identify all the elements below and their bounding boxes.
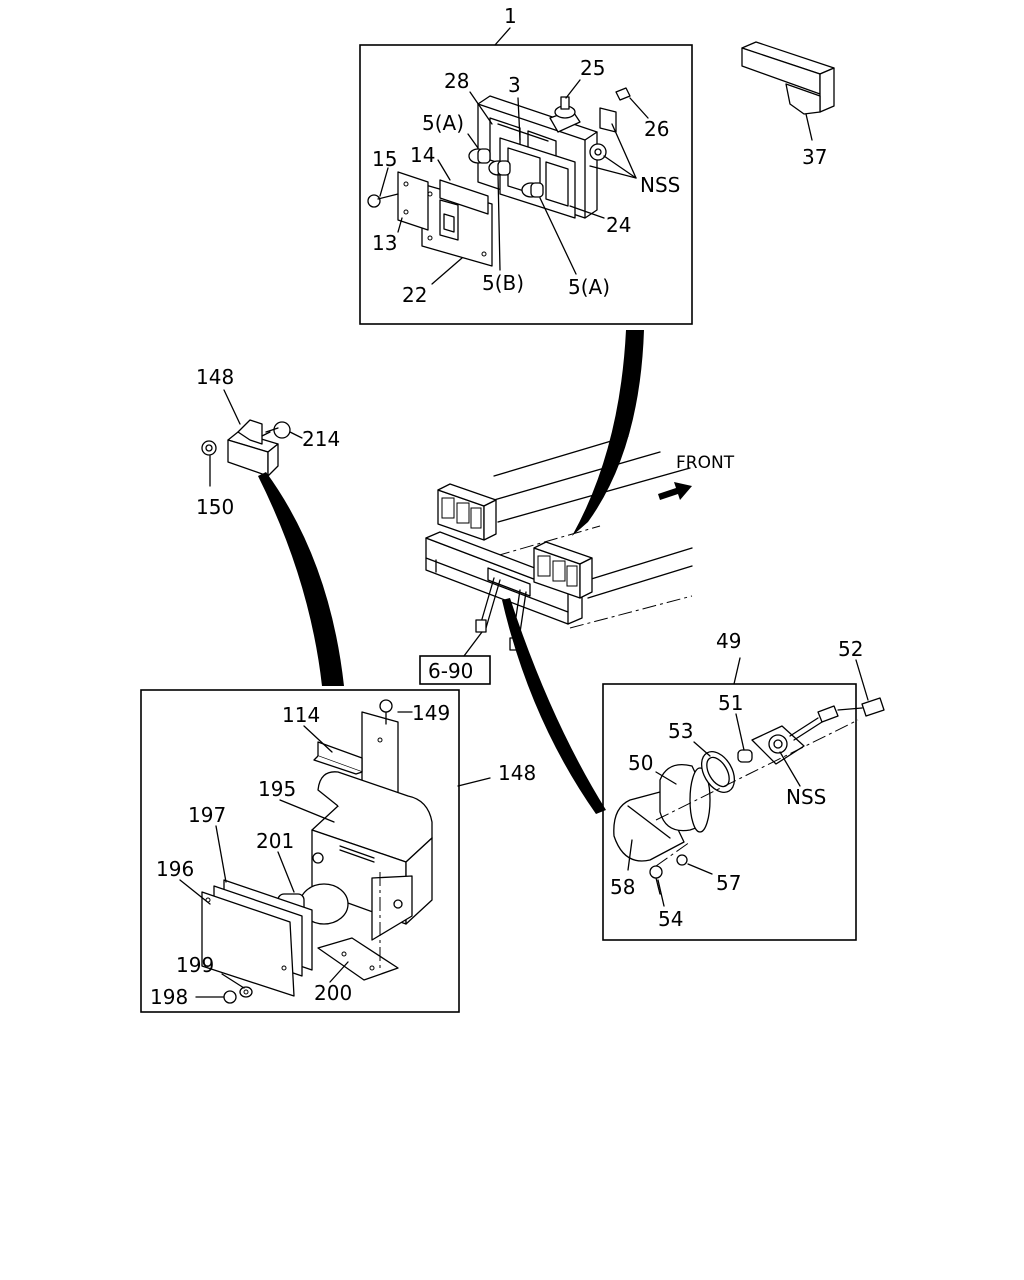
connector-52 [837,697,885,717]
label-148-inset: 148 [498,761,536,785]
label-nss-top: NSS [640,173,680,197]
bulb-5a-lower [521,182,544,198]
combination-lamp-inset: 1 28 3 25 26 5(A) 15 14 NSS 24 13 5(B) 5… [359,4,693,325]
lens-196 [201,879,313,997]
label-197: 197 [188,803,226,827]
screw-54 [649,865,663,895]
front-arrow-icon [658,482,692,500]
label-28: 28 [444,69,469,93]
label-26: 26 [644,117,669,141]
label-200: 200 [314,981,352,1005]
label-14: 14 [410,143,435,167]
rear-lamp-left [437,483,497,541]
rear-lamp-right [533,541,593,599]
label-199: 199 [176,953,214,977]
side-lamp-148-inset: 114 149 148 195 197 201 196 199 198 200 [140,689,536,1013]
side-lamp-148-small: 148 214 150 [196,365,340,519]
label-37: 37 [802,145,827,169]
label-114: 114 [282,703,320,727]
label-5a-upper: 5(A) [422,111,464,135]
washer-199 [239,986,253,998]
label-214: 214 [302,427,340,451]
label-52: 52 [838,637,863,661]
label-51: 51 [718,691,743,715]
label-25: 25 [580,56,605,80]
part-37: 37 [741,41,835,169]
license-lamp-49-inset: 49 52 51 53 50 NSS 58 57 54 [602,629,885,941]
reference-6-90: 6-90 [428,659,473,683]
label-150: 150 [196,495,234,519]
vehicle-chassis: FRONT 6-90 [419,435,735,685]
screw-15 [367,193,399,208]
label-57: 57 [716,871,741,895]
washer-57 [676,854,688,866]
label-5b: 5(B) [482,271,524,295]
label-196: 196 [156,857,194,881]
bulb-5a-upper [468,148,491,164]
socket-nss [751,705,839,765]
label-149: 149 [412,701,450,725]
label-198: 198 [150,985,188,1009]
socket-25 [549,96,581,133]
grommet-nss [589,143,607,161]
screw-149 [379,699,393,725]
label-5a-lower: 5(A) [568,275,610,299]
label-nss-right: NSS [786,785,826,809]
label-49: 49 [716,629,741,653]
bolt-214 [261,421,291,439]
label-195: 195 [258,777,296,801]
front-label: FRONT [676,453,735,473]
label-22: 22 [402,283,427,307]
bulb-5b [488,160,511,176]
label-148-small: 148 [196,365,234,389]
lens-13 [397,171,429,231]
bulb-51 [737,749,753,763]
lamp-body [371,875,413,941]
reflector-14 [439,179,489,215]
label-54: 54 [658,907,683,931]
screw-198 [195,990,237,1004]
label-15: 15 [372,147,397,171]
cover-50 [659,763,711,833]
label-1: 1 [504,4,517,28]
label-58: 58 [610,875,635,899]
label-50: 50 [628,751,653,775]
plate-200 [317,872,399,981]
callout-sweeps [258,330,644,814]
label-53: 53 [668,719,693,743]
label-3: 3 [508,73,521,97]
label-13: 13 [372,231,397,255]
clip-26 [599,87,631,133]
label-201: 201 [256,829,294,853]
label-24: 24 [606,213,631,237]
